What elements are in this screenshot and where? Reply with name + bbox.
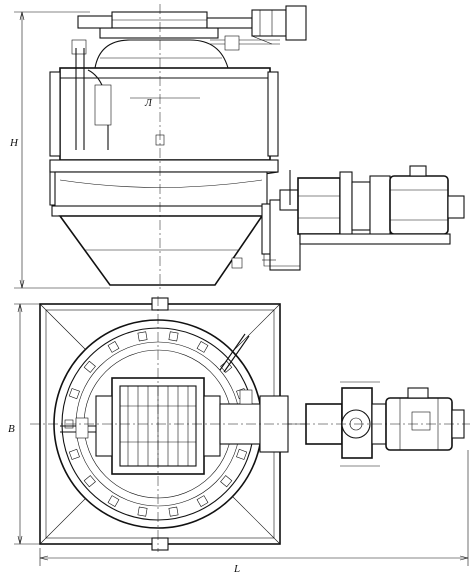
width-dimension: B [8, 303, 40, 545]
bolt-ring [64, 331, 252, 517]
terminal-box [409, 165, 427, 177]
main-body: Л [49, 48, 279, 161]
dome [94, 39, 229, 69]
plan-view: B L [8, 296, 470, 575]
lid-drive-assembly [77, 5, 307, 51]
height-dimension: H [9, 11, 110, 289]
motor [389, 175, 449, 235]
clamp-bolt [137, 331, 148, 342]
clamp-bolt [220, 475, 233, 488]
section-label: Л [144, 98, 153, 109]
clamp-bolt [196, 341, 209, 353]
clamp-bolt [137, 506, 148, 517]
side-drive-unit [261, 165, 465, 271]
clamp-bolt [236, 448, 248, 460]
drive-base [299, 233, 451, 245]
lever-arm [219, 333, 246, 371]
clamp-bolt [107, 341, 120, 353]
width-label: B [8, 423, 15, 435]
clamp-bolt [68, 388, 80, 400]
clamp-bolt [196, 495, 209, 507]
clamp-bolt [83, 475, 96, 488]
elevation-view: Л [9, 4, 465, 292]
length-label: L [233, 563, 240, 575]
clamp-bolt [168, 506, 179, 517]
plan-drive-unit [219, 381, 465, 467]
clamp-bolt [168, 331, 179, 342]
clamp-bolt [83, 360, 96, 373]
length-dimension: L [39, 450, 469, 575]
gearbox [297, 177, 341, 235]
height-label: H [9, 137, 19, 149]
clamp-bolt [68, 448, 80, 460]
hopper [49, 159, 279, 286]
clamp-bolt [107, 495, 120, 507]
